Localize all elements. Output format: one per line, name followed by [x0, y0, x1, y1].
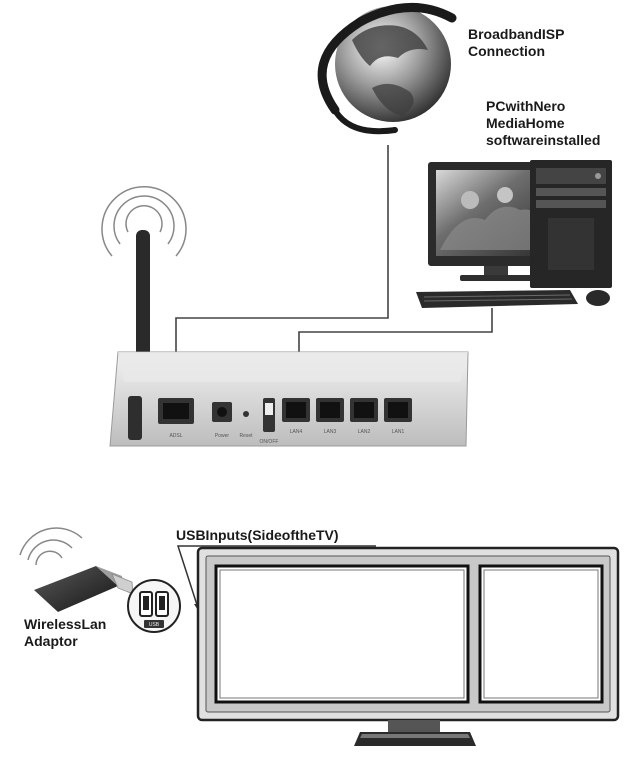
usb-inputs-label: USBInputs(SideoftheTV) — [176, 527, 339, 544]
isp-connection-label: BroadbandISP Connection — [468, 26, 564, 60]
pc-label: PCwithNero MediaHome softwareinstalled — [486, 98, 600, 149]
usb-port-label: USB — [149, 622, 160, 628]
pc-label-line-2: MediaHome — [486, 115, 565, 131]
isp-label-line-1: BroadbandISP — [468, 26, 565, 42]
wireless-adaptor-label: WirelessLan Adaptor — [24, 616, 106, 650]
port-label-reset: Reset — [239, 433, 253, 439]
keyboard — [416, 290, 578, 308]
mouse-icon — [586, 290, 610, 306]
usb-port-closeup: USB — [127, 579, 181, 633]
port-label-adsl: ADSL — [169, 433, 182, 439]
pc-tower — [530, 160, 612, 288]
wireless-usb-dongle — [34, 566, 134, 612]
tv — [196, 546, 620, 746]
router: ADSL Power Reset ON/OFF LAN4 LAN3 LAN2 L… — [109, 230, 469, 447]
port-label-power: Power — [215, 433, 230, 439]
pc-label-line-3: softwareinstalled — [486, 132, 601, 148]
port-label-lan3: LAN3 — [324, 429, 337, 435]
wireless-label-line-1: WirelessLan — [24, 616, 107, 632]
router-wireless-signal-icon — [101, 186, 187, 257]
port-label-lan4: LAN4 — [290, 429, 303, 435]
isp-label-line-2: Connection — [468, 43, 545, 59]
usb-inputs-label-text: USBInputs(SideoftheTV) — [176, 527, 339, 543]
dongle-wireless-signal-icon — [19, 527, 83, 566]
wireless-label-line-2: Adaptor — [24, 633, 78, 649]
usb-callout-line — [176, 545, 376, 609]
globe-icon — [317, 2, 457, 135]
port-label-lan2: LAN2 — [358, 429, 371, 435]
pc-label-line-1: PCwithNero — [486, 98, 566, 114]
port-label-switch: ON/OFF — [260, 439, 279, 445]
port-label-lan1: LAN1 — [392, 429, 405, 435]
